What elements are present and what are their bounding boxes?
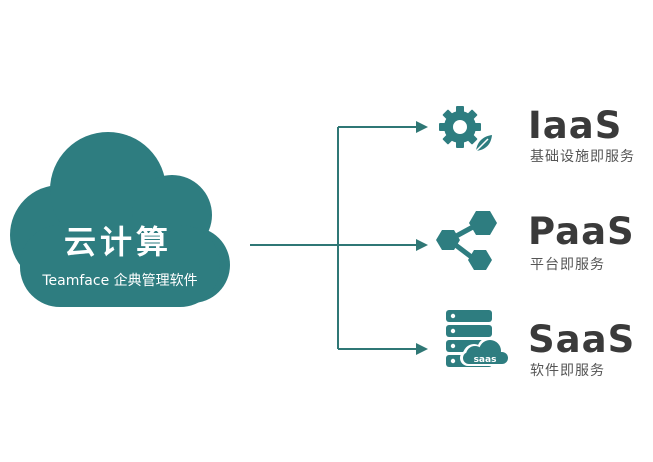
service-name-saas: SaaS bbox=[528, 318, 636, 361]
saas-icon-label: saas bbox=[474, 355, 497, 365]
cloud-title: 云计算 bbox=[63, 223, 172, 261]
share-hexagon-icon bbox=[436, 211, 497, 270]
arrow-head-paas bbox=[416, 239, 428, 251]
cloud-subtitle: Teamface 企典管理软件 bbox=[42, 273, 198, 289]
gear-leaf-icon bbox=[439, 106, 494, 153]
service-desc-paas: 平台即服务 bbox=[530, 257, 605, 273]
service-name-paas: PaaS bbox=[528, 210, 635, 253]
arrow-heads bbox=[416, 121, 428, 355]
service-name-iaas: IaaS bbox=[528, 104, 623, 147]
arrow-head-saas bbox=[416, 343, 428, 355]
arrow-head-iaas bbox=[416, 121, 428, 133]
service-desc-saas: 软件即服务 bbox=[530, 363, 605, 379]
server-cloud-icon: saas bbox=[446, 310, 510, 367]
cloud-shape bbox=[10, 132, 230, 307]
service-desc-iaas: 基础设施即服务 bbox=[530, 149, 635, 165]
connector-arrows bbox=[250, 126, 418, 350]
